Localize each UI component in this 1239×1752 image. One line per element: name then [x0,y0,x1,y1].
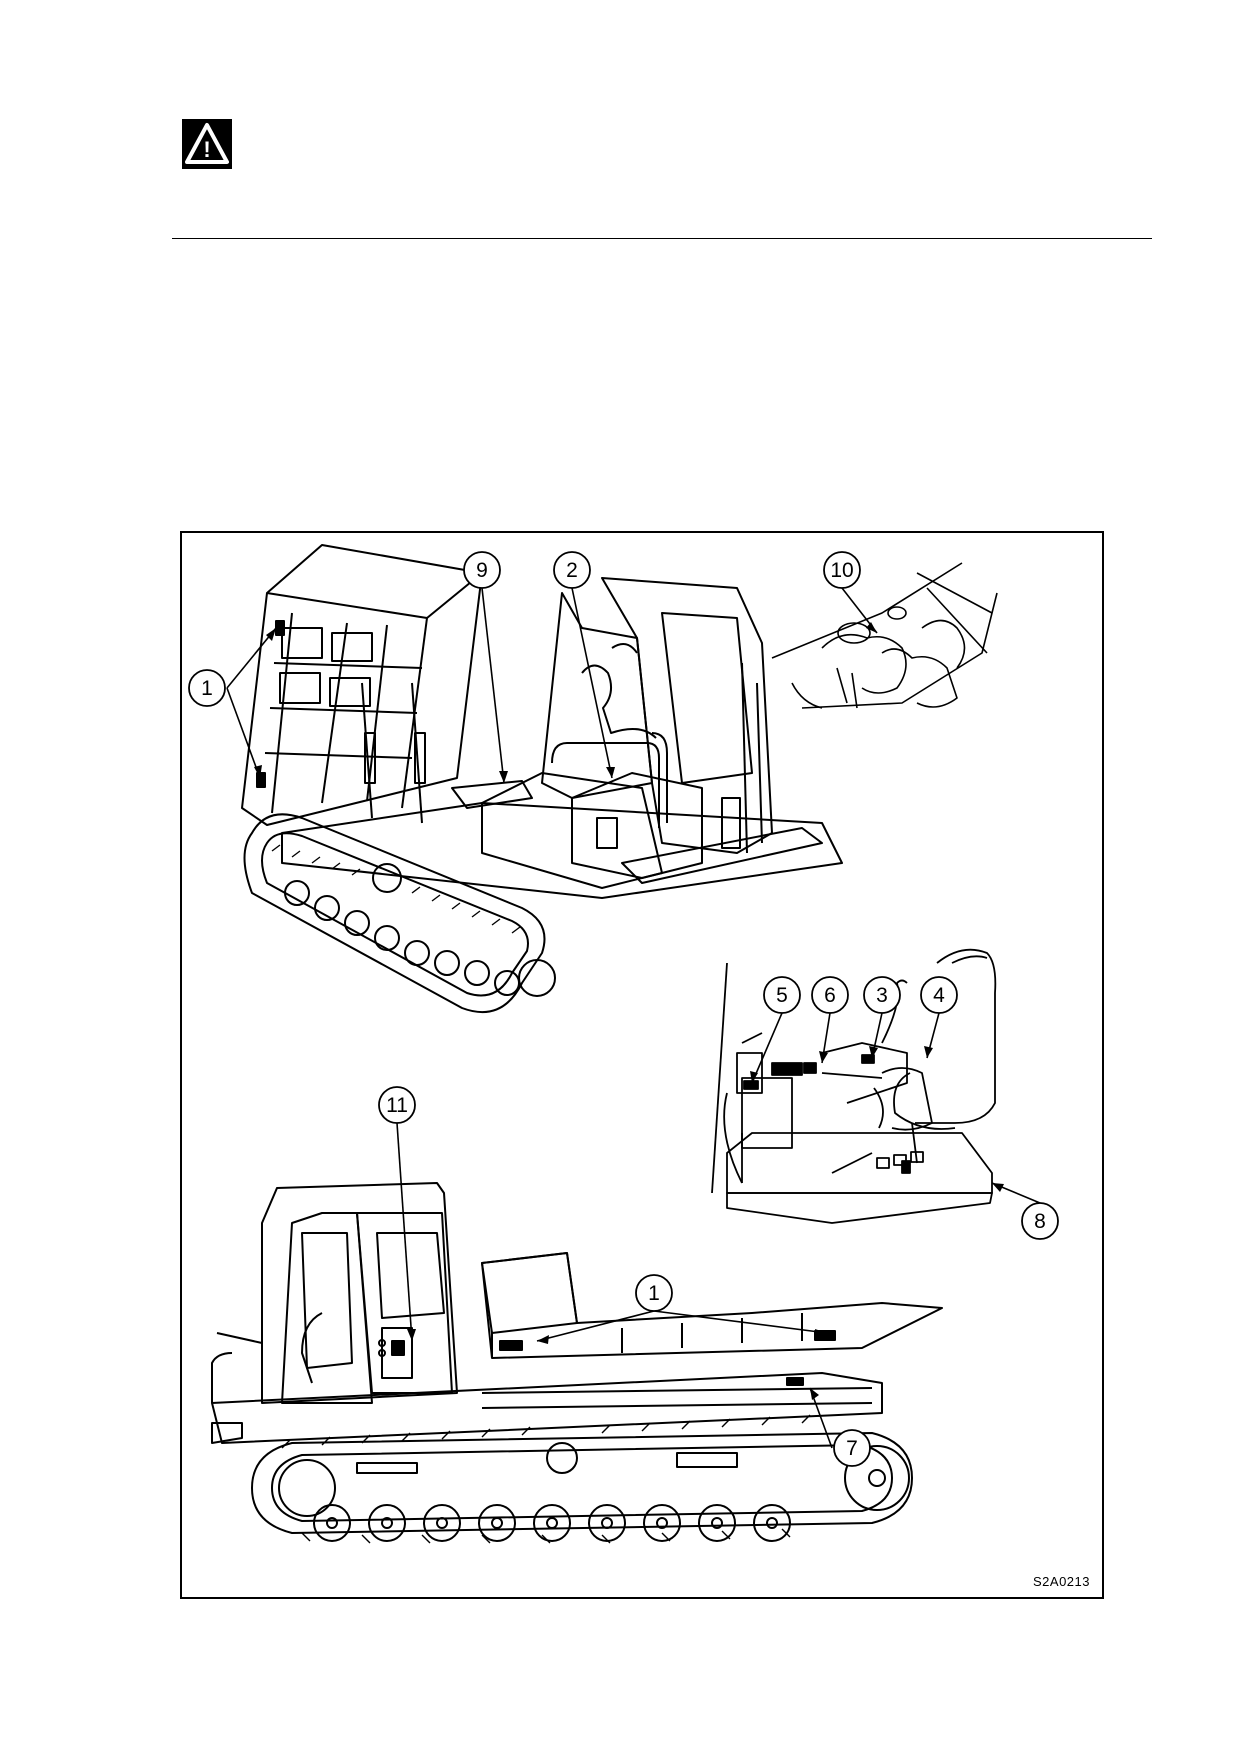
header-rule [172,238,1152,239]
operator-seat-inset [711,948,997,1224]
callout-10: 10 [830,559,853,582]
top-machine-drawing [241,544,843,1013]
warning-icon-box: ! [182,119,232,169]
decal-location-figure: 1 9 2 10 5 6 3 4 11 1 8 7 S2A0213 [180,531,1104,1599]
engine-compartment-inset [771,562,998,709]
callout-1-bottom: 1 [648,1282,660,1305]
callout-5: 5 [776,984,788,1007]
callout-1-top: 1 [201,677,213,700]
callout-7: 7 [846,1437,858,1460]
callout-8: 8 [1034,1210,1046,1233]
callout-11: 11 [386,1094,408,1117]
callout-9: 9 [476,559,488,582]
warning-triangle-icon: ! [185,123,229,164]
carrier-illustration: 1 9 2 10 5 6 3 4 11 1 8 7 [188,544,1059,1544]
bottom-machine-drawing [211,1182,943,1544]
svg-text:!: ! [203,137,210,162]
figure-code: S2A0213 [1033,1574,1090,1589]
callout-4: 4 [933,984,945,1007]
callout-2: 2 [566,559,578,582]
callout-6: 6 [824,984,836,1007]
callout-circles [188,551,1059,1467]
callout-3: 3 [876,984,888,1007]
